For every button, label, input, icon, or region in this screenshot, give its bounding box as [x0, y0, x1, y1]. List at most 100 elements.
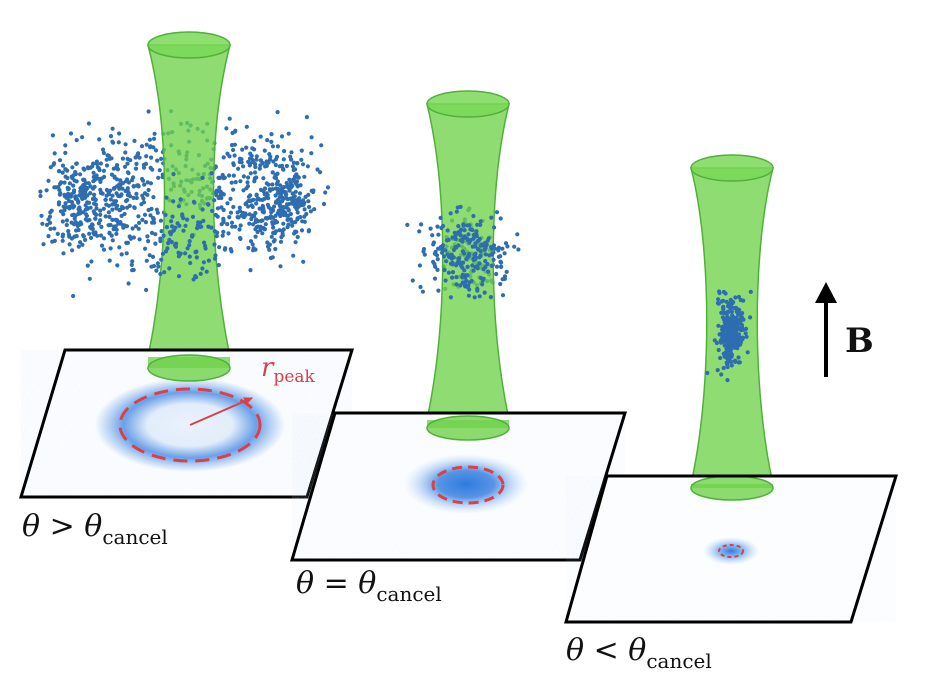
atom-dot — [293, 229, 298, 234]
atom-dot — [123, 142, 128, 147]
atom-dot — [726, 316, 732, 321]
atom-dot — [498, 259, 503, 264]
atom-dot — [120, 186, 125, 191]
atom-dot — [125, 197, 130, 203]
atom-dot — [221, 155, 226, 160]
atom-dot — [86, 181, 91, 186]
atom-dot — [477, 294, 482, 299]
atom-dot — [111, 186, 116, 191]
atom-dot — [66, 232, 71, 237]
atom-dot — [140, 178, 146, 183]
atom-dot — [107, 258, 112, 263]
atom-dot — [285, 217, 290, 222]
atom-dot — [60, 219, 65, 224]
atom-dot — [164, 225, 169, 230]
atom-dot — [462, 268, 467, 273]
rpeak-label: rpeak — [261, 353, 316, 387]
atom-dot — [435, 257, 440, 262]
atom-dot — [136, 226, 141, 231]
atom-dot — [261, 210, 266, 215]
atom-dot — [444, 259, 449, 264]
atom-dot — [467, 251, 472, 257]
atom-dot — [119, 213, 124, 218]
atom-dot — [73, 194, 78, 199]
atom-dot — [85, 186, 90, 191]
atom-dot — [72, 234, 77, 239]
atom-dot — [323, 190, 328, 195]
atom-dot — [237, 227, 242, 232]
atom-dot — [153, 241, 158, 246]
atom-dot — [315, 167, 320, 172]
atom-dot — [134, 161, 139, 166]
atom-dot — [477, 255, 482, 260]
atom-dot — [185, 246, 190, 251]
atom-dot — [91, 179, 96, 184]
atom-dot — [63, 150, 68, 155]
atom-dot — [432, 276, 438, 281]
atom-dot — [98, 179, 103, 184]
atom-dot — [163, 249, 169, 254]
atom-dot — [496, 246, 501, 251]
atom-dot — [98, 212, 103, 217]
atom-dot — [736, 332, 742, 337]
atom-dot — [455, 205, 460, 210]
atom-dot — [61, 251, 66, 256]
atom-dot — [73, 213, 78, 218]
atom-dot — [206, 258, 211, 263]
atom-dot — [213, 253, 218, 258]
atom-dot — [269, 132, 274, 137]
atom-dot — [139, 144, 145, 149]
atom-dot — [498, 281, 503, 287]
atom-dot — [221, 207, 226, 213]
atom-dot — [112, 174, 117, 179]
atom-dot — [108, 246, 113, 251]
atom-dot — [304, 115, 309, 120]
atom-dot — [726, 302, 731, 307]
atom-dot — [76, 244, 81, 249]
atom-dot — [471, 268, 476, 273]
atom-dot — [273, 162, 278, 168]
atom-dot — [246, 204, 251, 209]
atom-dot — [253, 162, 258, 167]
atom-dot — [130, 178, 135, 183]
atom-dot — [267, 247, 272, 252]
atom-dot — [494, 210, 500, 215]
atom-dot — [705, 370, 710, 376]
atom-dot — [270, 144, 275, 149]
atom-dot — [263, 222, 268, 227]
atom-dot — [98, 233, 104, 238]
atom-dot — [219, 222, 224, 227]
atom-dot — [110, 193, 115, 198]
atom-dot — [71, 293, 76, 299]
atom-dot — [454, 209, 459, 214]
atom-dot — [298, 183, 303, 188]
atom-dot — [85, 263, 90, 268]
atom-dot — [142, 212, 148, 217]
atom-dot — [83, 237, 88, 242]
atom-dot — [481, 267, 486, 272]
atom-dot — [118, 220, 123, 225]
atom-dot — [181, 228, 186, 233]
atom-dot — [92, 232, 97, 237]
atom-dot — [284, 184, 289, 189]
atom-dot — [462, 234, 467, 239]
atom-dot — [284, 163, 289, 169]
panel-lt-label: θ < θcancel — [566, 633, 712, 673]
atom-dot — [305, 164, 310, 169]
atom-dot — [325, 185, 331, 190]
atom-dot — [147, 253, 152, 258]
atom-dot — [261, 176, 266, 181]
atom-dot — [238, 179, 243, 184]
atom-dot — [504, 269, 509, 274]
atom-dot — [461, 222, 466, 227]
atom-dot — [136, 214, 141, 219]
atom-dot — [293, 180, 298, 186]
atom-dot — [471, 233, 476, 238]
atom-dot — [155, 158, 160, 163]
atom-dot — [295, 210, 300, 215]
atom-dot — [88, 184, 93, 189]
atom-dot — [295, 174, 300, 179]
atom-dot — [204, 269, 209, 274]
atom-dot — [240, 210, 245, 215]
atom-dot — [110, 217, 115, 222]
